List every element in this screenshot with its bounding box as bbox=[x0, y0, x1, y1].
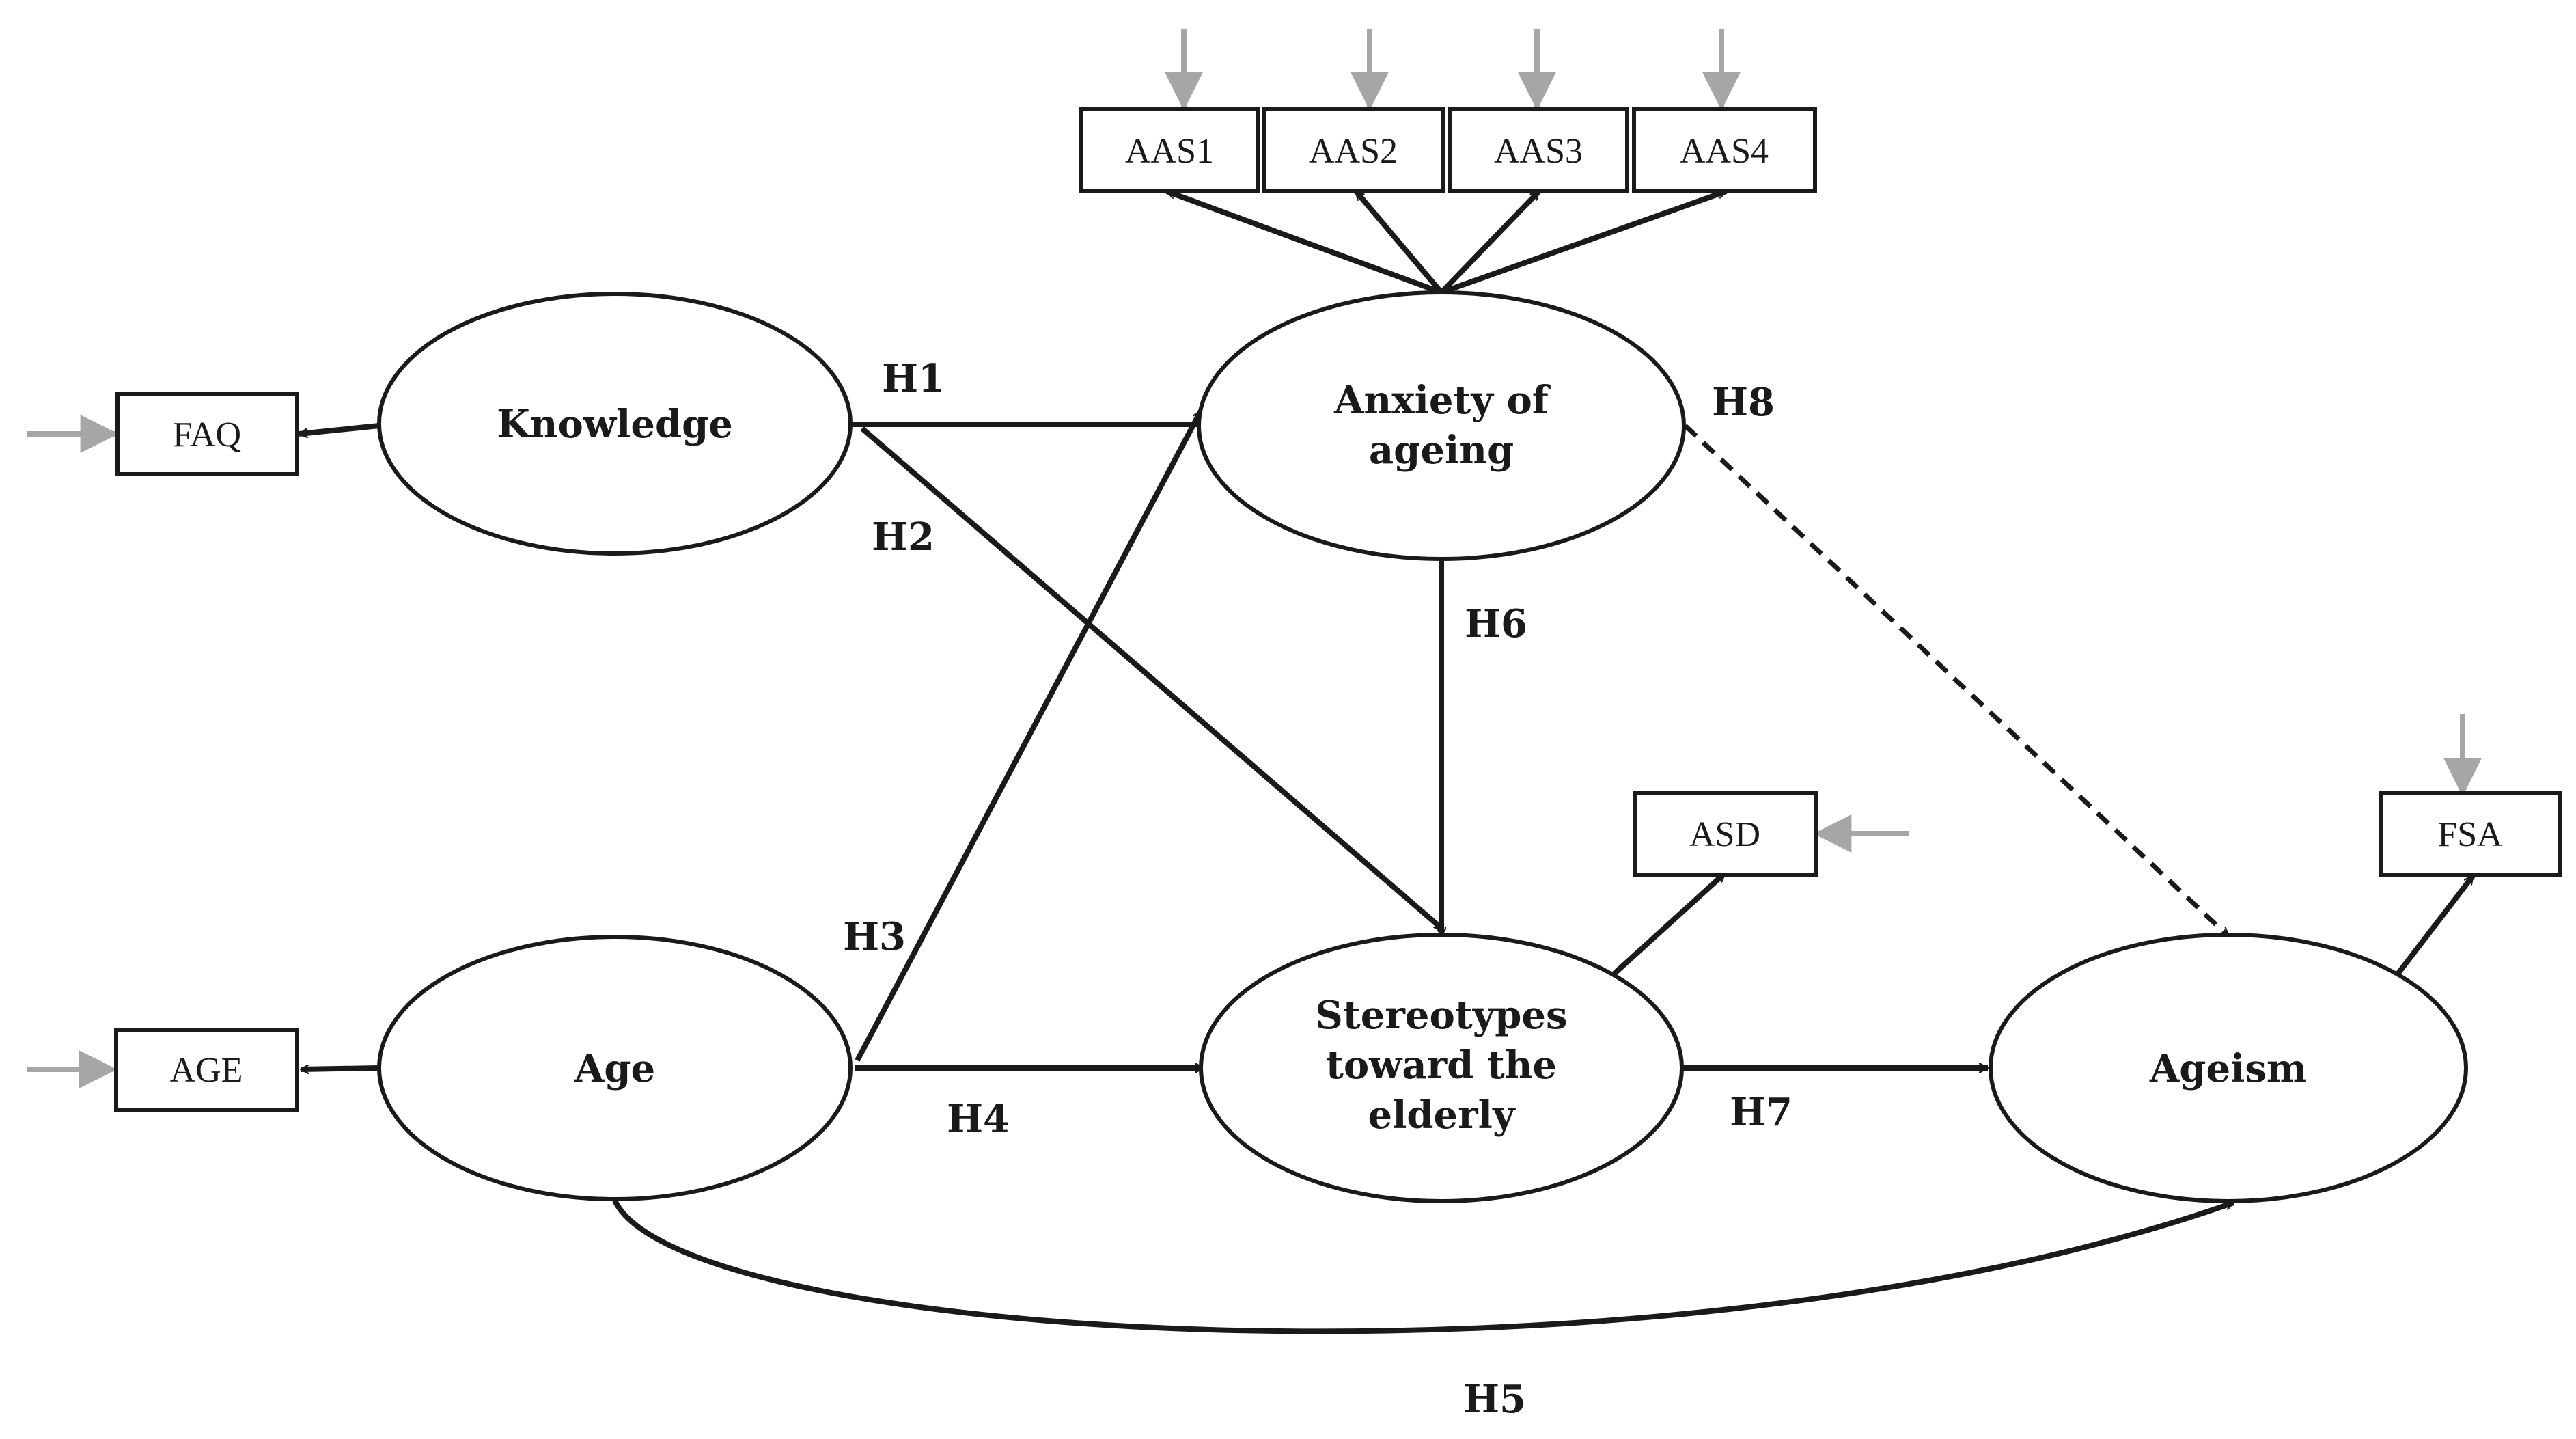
construct-stereotypes-label-line1: Stereotypes bbox=[1315, 993, 1567, 1038]
hypothesis-h3-label: H3 bbox=[843, 914, 906, 959]
knowledge-to-faq-arrow bbox=[299, 423, 380, 434]
indicator-asd-label: ASD bbox=[1689, 815, 1760, 854]
indicator-aas1-label: AAS1 bbox=[1125, 132, 1214, 171]
construct-anxiety-of-ageing: Anxiety of ageing bbox=[1197, 290, 1686, 561]
anxiety-to-aas1-arrow bbox=[1167, 189, 1443, 295]
indicator-aas4: AAS4 bbox=[1632, 107, 1817, 193]
anxiety-to-aas2-arrow bbox=[1353, 189, 1444, 294]
indicator-faq-label: FAQ bbox=[173, 415, 241, 454]
indicator-aas3-label: AAS3 bbox=[1494, 132, 1583, 171]
indicator-aas4-label: AAS4 bbox=[1680, 132, 1769, 171]
construct-anxiety-label-line2: ageing bbox=[1369, 428, 1514, 473]
construct-knowledge-label: Knowledge bbox=[497, 402, 733, 447]
construct-stereotypes-label-line2: toward the bbox=[1326, 1043, 1557, 1088]
indicator-fsa-label: FSA bbox=[2437, 815, 2503, 854]
indicator-aas3: AAS3 bbox=[1448, 107, 1629, 193]
path-h2-arrow bbox=[860, 426, 1445, 932]
indicator-aas2: AAS2 bbox=[1262, 107, 1445, 193]
construct-anxiety-label-line1: Anxiety of bbox=[1333, 378, 1551, 423]
hypothesis-h4-label: H4 bbox=[947, 1097, 1010, 1142]
construct-ageism-label: Ageism bbox=[2149, 1046, 2307, 1091]
indicator-aas2-label: AAS2 bbox=[1309, 132, 1398, 171]
ageism-to-fsa-arrow bbox=[2394, 874, 2476, 978]
path-h5-arrow bbox=[612, 1199, 2234, 1334]
construct-stereotypes: Stereotypes toward the elderly bbox=[1199, 933, 1684, 1203]
indicator-fsa: FSA bbox=[2379, 791, 2562, 877]
path-h3-arrow bbox=[855, 411, 1204, 1062]
anxiety-to-aas4-arrow bbox=[1440, 189, 1726, 295]
hypothesis-h1-label: H1 bbox=[882, 356, 945, 401]
path-h8-arrow bbox=[1683, 424, 2230, 938]
indicator-age: AGE bbox=[114, 1028, 299, 1112]
hypothesis-h2-label: H2 bbox=[872, 515, 934, 560]
hypothesis-h7-label: H7 bbox=[1730, 1090, 1792, 1135]
indicator-faq: FAQ bbox=[115, 392, 299, 476]
hypothesis-h6-label: H6 bbox=[1465, 601, 1527, 646]
hypothesis-h5-label: H5 bbox=[1463, 1377, 1526, 1422]
construct-age-label: Age bbox=[574, 1046, 655, 1091]
indicator-age-label: AGE bbox=[170, 1051, 243, 1090]
indicator-asd: ASD bbox=[1633, 791, 1818, 877]
construct-knowledge: Knowledge bbox=[377, 292, 853, 556]
age-to-age-indicator-arrow bbox=[301, 1068, 380, 1069]
construct-ageism: Ageism bbox=[1989, 933, 2468, 1203]
construct-age: Age bbox=[377, 935, 853, 1201]
hypothesis-h8-label: H8 bbox=[1712, 380, 1775, 425]
anxiety-to-aas3-arrow bbox=[1439, 189, 1541, 294]
stereotypes-to-asd-arrow bbox=[1612, 871, 1727, 976]
construct-stereotypes-label-line3: elderly bbox=[1368, 1093, 1515, 1138]
indicator-aas1: AAS1 bbox=[1079, 107, 1260, 193]
